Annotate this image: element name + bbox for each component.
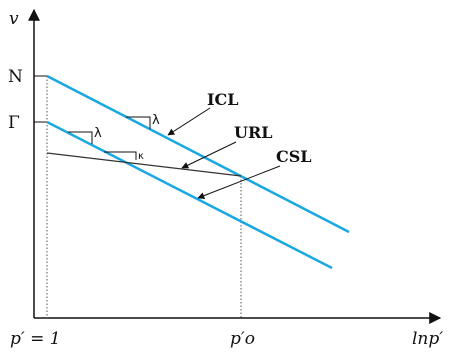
csl-arrow bbox=[197, 165, 281, 199]
x-axis-label: lnp′ bbox=[412, 329, 443, 349]
x-tick-label-p-o: p′o bbox=[230, 329, 255, 349]
url-slope-label: κ bbox=[138, 151, 144, 162]
y-axis-label: v bbox=[9, 9, 19, 29]
icl-line bbox=[46, 74, 350, 234]
url-arrow bbox=[181, 141, 237, 169]
icl-arrow bbox=[167, 107, 211, 136]
y-tick-label-gamma: Γ bbox=[8, 113, 20, 133]
y-tick-label-n: N bbox=[8, 67, 23, 87]
url-line bbox=[46, 152, 242, 177]
csl-slope-label: λ bbox=[94, 126, 102, 141]
csl-slope-triangle bbox=[68, 131, 93, 144]
csl-label: CSL bbox=[276, 147, 312, 166]
icl-slope-label: λ bbox=[152, 113, 160, 128]
url-label: URL bbox=[234, 123, 273, 142]
icl-label: ICL bbox=[207, 90, 238, 109]
csl-line bbox=[46, 120, 333, 270]
icl-slope-triangle bbox=[126, 116, 151, 129]
x-tick-label-p-one: p′ = 1 bbox=[10, 329, 61, 349]
url-slope-step bbox=[104, 151, 137, 160]
